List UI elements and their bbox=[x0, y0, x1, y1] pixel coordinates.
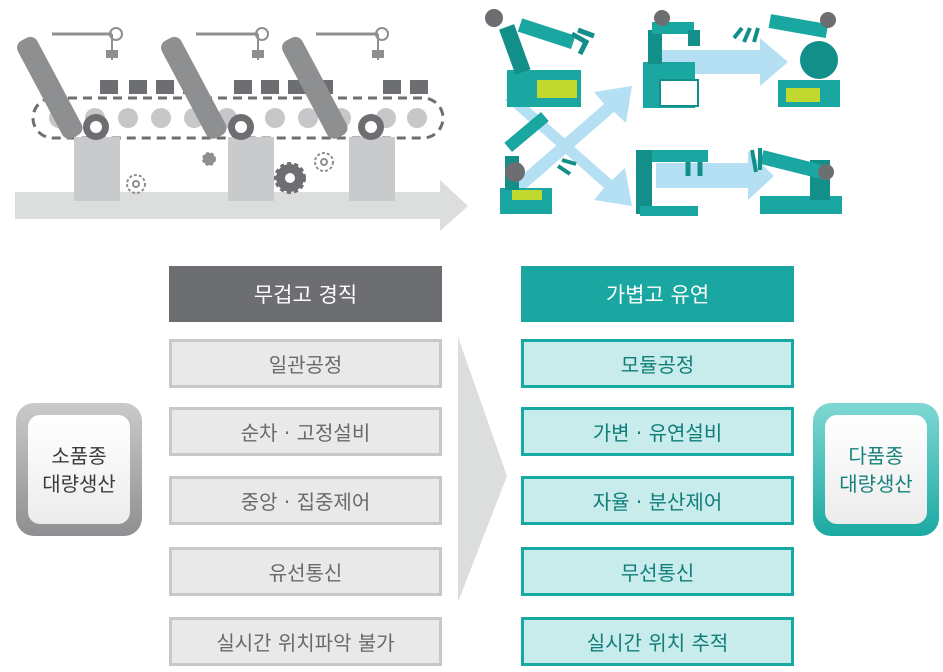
robot-arm-icon bbox=[732, 12, 840, 107]
robot-arm-icon bbox=[500, 111, 577, 214]
right-item: 모듈공정 bbox=[521, 339, 794, 388]
left-badge-line2: 대량생산 bbox=[42, 471, 116, 496]
robot-arm-icon bbox=[750, 148, 842, 214]
right-badge: 다품종 대량생산 bbox=[813, 403, 939, 536]
right-badge-line1: 다품종 bbox=[848, 443, 904, 468]
left-column-header: 무겁고 경직 bbox=[169, 266, 442, 322]
left-item: 일관공정 bbox=[169, 339, 442, 388]
right-badge-line2: 대량생산 bbox=[839, 471, 913, 496]
robot-arm-icon bbox=[485, 9, 595, 107]
right-item: 무선통신 bbox=[521, 547, 794, 596]
robot-arm-icon bbox=[636, 150, 708, 216]
right-item: 가변 · 유연설비 bbox=[521, 407, 794, 456]
right-column-header: 가볍고 유연 bbox=[521, 266, 794, 322]
conveyor-robot-3 bbox=[282, 27, 395, 201]
left-item: 유선통신 bbox=[169, 547, 442, 596]
left-item: 중앙 · 집중제어 bbox=[169, 476, 442, 525]
gear-icon bbox=[126, 152, 334, 194]
left-badge-line1: 소품종 bbox=[51, 443, 107, 468]
gear-icon bbox=[274, 162, 306, 194]
left-item: 실시간 위치파악 불가 bbox=[169, 617, 442, 666]
left-item: 순차 · 고정설비 bbox=[169, 407, 442, 456]
right-item: 실시간 위치 추적 bbox=[521, 617, 794, 666]
conveyor-robot-2 bbox=[161, 27, 274, 201]
robot-arm-icon bbox=[643, 10, 700, 108]
right-item: 자율 · 분산제어 bbox=[521, 476, 794, 525]
left-badge: 소품종 대량생산 bbox=[16, 403, 142, 536]
conveyor-robot-1 bbox=[17, 27, 123, 201]
